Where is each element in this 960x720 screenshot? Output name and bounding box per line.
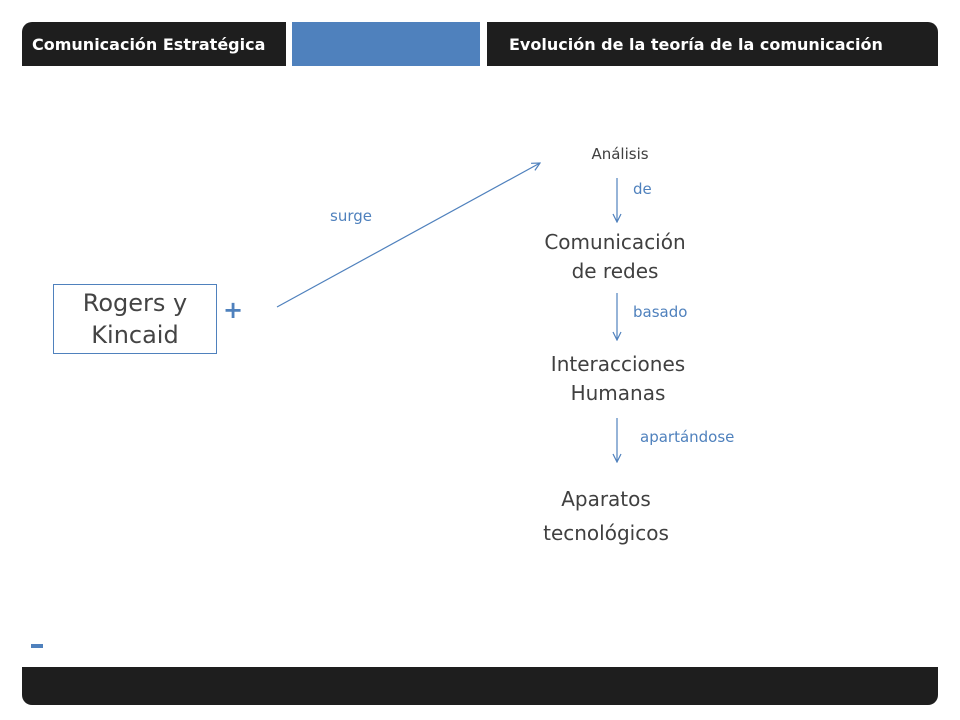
edge-label-apartandose: apartándose (640, 428, 735, 446)
footer-bar (22, 667, 938, 705)
edge-label-surge: surge (330, 207, 372, 225)
edge-label-basado: basado (633, 303, 688, 321)
minus-marker (31, 644, 43, 648)
header-right-bar: Evolución de la teoría de la comunicació… (487, 22, 938, 66)
plus-sign: + (222, 296, 244, 324)
node-aparatos-line1: Aparatos (561, 487, 651, 511)
node-comunicacion-line2: de redes (571, 259, 659, 283)
source-box-rogers-kincaid: Rogers y Kincaid (53, 284, 217, 354)
header-left-bar: Comunicación Estratégica (22, 22, 286, 66)
course-title: Comunicación Estratégica (32, 34, 266, 54)
source-label-line1: Rogers y (82, 289, 188, 317)
node-aparatos-line2: tecnológicos (543, 521, 669, 545)
node-comunicacion-redes: Comunicación de redes (510, 228, 720, 286)
node-interacciones-line2: Humanas (570, 381, 666, 405)
node-aparatos-tecnologicos: Aparatos tecnológicos (506, 482, 706, 550)
node-analisis: Análisis (591, 145, 649, 163)
node-interacciones-line1: Interacciones (550, 352, 686, 376)
edge-label-de: de (633, 180, 652, 198)
source-label-line2: Kincaid (91, 321, 179, 349)
arrow-surge (276, 163, 540, 308)
header-accent-block (292, 22, 480, 66)
node-comunicacion-line1: Comunicación (544, 230, 686, 254)
slide-title: Evolución de la teoría de la comunicació… (509, 34, 883, 54)
node-interacciones-humanas: Interacciones Humanas (510, 350, 726, 408)
